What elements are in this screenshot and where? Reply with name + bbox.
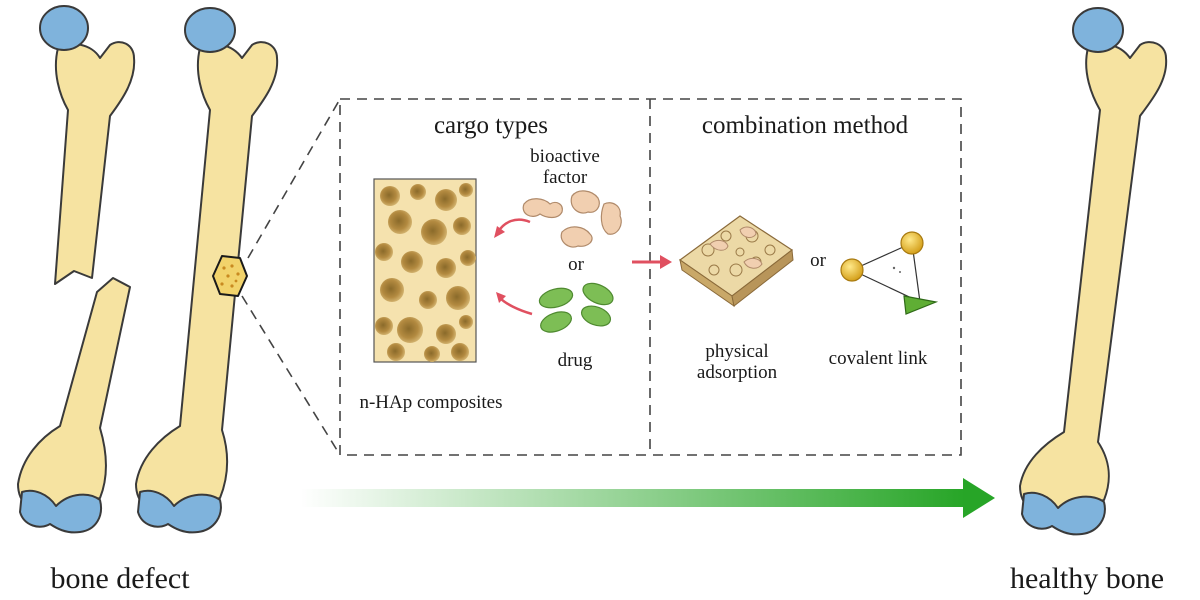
- bone-defect-label: bone defect: [50, 562, 190, 595]
- implant-scaffold: [212, 255, 248, 297]
- drug-molecules: [538, 282, 614, 333]
- femoral-head-joint: [184, 7, 236, 53]
- physical-label-line2: adsorption: [697, 362, 778, 383]
- covalent-label: covalent link: [829, 348, 928, 369]
- or-label-cargo: or: [568, 254, 585, 275]
- femoral-head-joint: [39, 5, 89, 51]
- physical-label-line1: physical: [705, 341, 768, 362]
- nha-composite-block: [373, 178, 477, 363]
- or-label-method: or: [810, 250, 827, 271]
- healthy-bone-shaft: [1019, 41, 1168, 516]
- drug-label: drug: [558, 350, 593, 371]
- covalent-link-illustration: [840, 231, 939, 315]
- combination-method-heading: combination method: [702, 112, 909, 139]
- arrow-right-red-icon: [660, 255, 672, 269]
- bioactive-label-line2: factor: [543, 167, 588, 188]
- curved-arrow-left-icon: [496, 218, 531, 233]
- femoral-head-joint: [1072, 7, 1124, 53]
- progress-arrow-shaft: [300, 489, 965, 507]
- curved-arrow-left-icon-head: [494, 226, 505, 238]
- curved-arrow-left-icon-head: [496, 292, 506, 303]
- gold-nanoparticle: [840, 258, 864, 282]
- gold-nanoparticle: [900, 231, 924, 255]
- implant-bone-illustration: [135, 7, 279, 534]
- physical-adsorption-scaffold: [678, 215, 794, 308]
- implant-dots: [220, 264, 240, 288]
- curved-arrow-left-icon: [499, 297, 533, 316]
- drug-cone: [903, 295, 939, 315]
- composite-label: n-HAp composites: [359, 392, 502, 413]
- arrow-right-gradient-icon: [963, 478, 995, 518]
- detail-panel: cargo types combination method: [339, 98, 962, 456]
- knee-joint-center: [137, 489, 222, 534]
- knee-joint-right: [1021, 491, 1106, 536]
- bioactive-factor-molecules: [522, 190, 622, 248]
- implant-bone-shaft: [135, 41, 279, 514]
- bioactive-label-line1: bioactive: [530, 146, 600, 167]
- zoom-lines: [241, 98, 341, 456]
- composite-pores: [375, 183, 476, 362]
- healthy-bone-illustration: [1019, 7, 1168, 536]
- knee-joint-left: [19, 489, 102, 534]
- broken-bone-upper-fragment: [54, 41, 136, 285]
- cargo-types-heading: cargo types: [434, 112, 548, 139]
- broken-bone-illustration: [17, 5, 136, 534]
- broken-bone-lower-fragment: [17, 277, 131, 514]
- progress-arrow: [300, 478, 995, 518]
- healthy-bone-label: healthy bone: [1010, 562, 1164, 595]
